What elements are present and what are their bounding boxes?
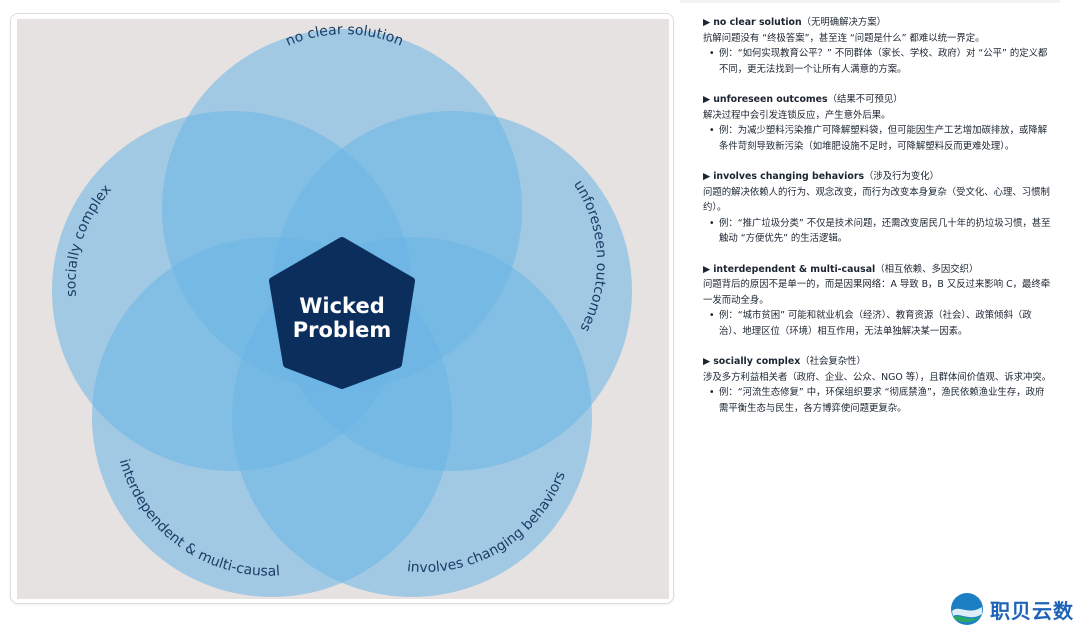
- note-example: • 例：为减少塑料污染推广可降解塑料袋，但可能因生产工艺增加碳排放，或降解条件苛刻…: [703, 123, 1053, 154]
- note-title: ▶interdependent & multi-causal（相互依赖、多因交织…: [703, 262, 1053, 278]
- note-title-zh: （无明确解决方案）: [801, 17, 887, 28]
- note-example-text: 例：“城市贫困” 可能和就业机会（经济）、教育资源（社会）、政策倾斜（政治）、地…: [719, 310, 1032, 337]
- notes-panel: ▶no clear solution（无明确解决方案） 抗解问题没有 “终极答案…: [703, 15, 1053, 431]
- note-title-zh: （结果不可预见）: [827, 94, 903, 105]
- note-title: ▶socially complex（社会复杂性）: [703, 354, 1053, 370]
- center-pentagon: [269, 237, 415, 389]
- triangle-bullet-icon: ▶: [703, 17, 711, 28]
- note-body: 问题背后的原因不是单一的，而是因果网络：A 导致 B，B 又反过来影响 C，最终…: [703, 279, 1051, 306]
- bullet-dot-icon: •: [709, 310, 715, 321]
- note-title-en: unforeseen outcomes: [713, 94, 828, 105]
- note-example-text: 例：“推广垃圾分类” 不仅是技术问题，还需改变居民几十年的扔垃圾习惯，甚至触动 …: [719, 217, 1051, 245]
- note-title-en: no clear solution: [713, 17, 802, 28]
- note-body: 解决过程中会引发连锁反应，产生意外后果。: [703, 109, 891, 121]
- note-section: ▶interdependent & multi-causal（相互依赖、多因交织…: [703, 262, 1053, 340]
- note-example-text: 例：“如何实现教育公平？” 不同群体（家长、学校、政府）对 “公平” 的定义都不…: [719, 48, 1048, 75]
- note-title-zh: （社会复杂性）: [800, 356, 866, 367]
- note-section: ▶no clear solution（无明确解决方案） 抗解问题没有 “终极答案…: [703, 15, 1053, 77]
- note-title-en: socially complex: [713, 356, 801, 367]
- globe-logo-icon: [951, 593, 983, 625]
- note-body: 涉及多方利益相关者（政府、企业、公众、NGO 等），且群体间价值观、诉求冲突。: [703, 371, 1052, 383]
- bullet-dot-icon: •: [709, 125, 715, 136]
- note-example: • 例：“推广垃圾分类” 不仅是技术问题，还需改变居民几十年的扔垃圾习惯，甚至触动…: [703, 216, 1053, 247]
- note-section: ▶involves changing behaviors（涉及行为变化） 问题的…: [703, 169, 1053, 247]
- note-body: 问题的解决依赖人的行为、观念改变，而行为改变本身复杂（受文化、心理、习惯制约）。: [703, 186, 1050, 214]
- center-title-line1: Wicked: [299, 294, 385, 318]
- triangle-bullet-icon: ▶: [703, 356, 711, 367]
- note-example: • 例：“如何实现教育公平？” 不同群体（家长、学校、政府）对 “公平” 的定义都…: [703, 46, 1053, 77]
- note-title-zh: （涉及行为变化）: [864, 171, 940, 182]
- note-section: ▶socially complex（社会复杂性） 涉及多方利益相关者（政府、企业…: [703, 354, 1053, 416]
- note-title-en: involves changing behaviors: [713, 171, 865, 182]
- note-title: ▶no clear solution（无明确解决方案）: [703, 15, 1053, 31]
- note-example-text: 例：“河流生态修复” 中，环保组织要求 “彻底禁渔”，渔民依赖渔业生存，政府需平…: [719, 387, 1045, 414]
- note-title: ▶unforeseen outcomes（结果不可预见）: [703, 92, 1053, 108]
- bullet-dot-icon: •: [709, 387, 715, 398]
- note-example: • 例：“城市贫困” 可能和就业机会（经济）、教育资源（社会）、政策倾斜（政治）、…: [703, 308, 1053, 339]
- center-title-line2: Problem: [293, 318, 392, 342]
- note-title-zh: （相互依赖、多因交织）: [875, 263, 979, 275]
- note-example-text: 例：为减少塑料污染推广可降解塑料袋，但可能因生产工艺增加碳排放，或降解条件苛刻导…: [719, 125, 1048, 152]
- note-section: ▶unforeseen outcomes（结果不可预见） 解决过程中会引发连锁反…: [703, 92, 1053, 154]
- brand-logo: 职贝云数: [950, 590, 1074, 628]
- venn-diagram: Wicked Problem no clear solution unfores…: [17, 19, 669, 599]
- bullet-dot-icon: •: [709, 48, 715, 59]
- venn-svg: Wicked Problem no clear solution unfores…: [52, 22, 632, 597]
- note-example: • 例：“河流生态修复” 中，环保组织要求 “彻底禁渔”，渔民依赖渔业生存，政府需…: [703, 385, 1053, 416]
- bullet-dot-icon: •: [709, 217, 715, 229]
- note-title: ▶involves changing behaviors（涉及行为变化）: [703, 169, 1053, 185]
- top-divider: [680, 0, 1060, 3]
- triangle-bullet-icon: ▶: [703, 171, 711, 182]
- note-body: 抗解问题没有 “终极答案”，甚至连 “问题是什么” 都难以统一界定。: [703, 32, 985, 44]
- triangle-bullet-icon: ▶: [703, 94, 711, 105]
- note-title-en: interdependent & multi-causal: [713, 263, 876, 275]
- triangle-bullet-icon: ▶: [703, 263, 711, 275]
- brand-name: 职贝云数: [990, 598, 1074, 623]
